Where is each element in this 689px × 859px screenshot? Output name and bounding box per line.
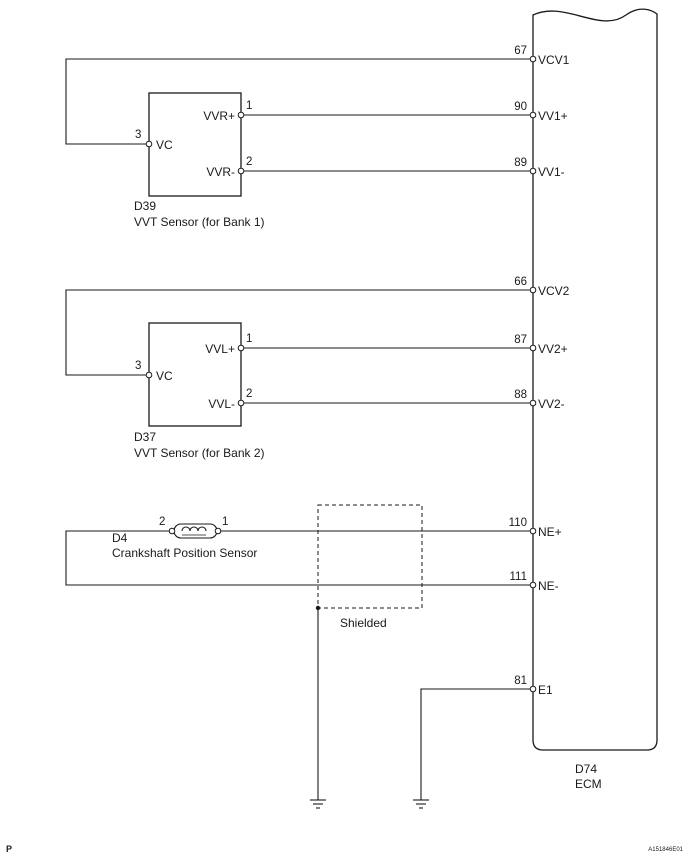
ecm-pin-name: VV1+ bbox=[538, 109, 568, 123]
ecm-pin-number: 67 bbox=[514, 45, 527, 57]
ecm-code: D74 bbox=[575, 762, 597, 776]
wire-vcv1 bbox=[65, 58, 533, 145]
sensor2-pin-name: VC bbox=[156, 369, 173, 383]
sensor1-code: D39 bbox=[134, 199, 156, 213]
ecm-pin-name: VV2+ bbox=[538, 342, 568, 356]
sensor1-pin-number: 1 bbox=[246, 100, 252, 112]
ecm-pin-number: 90 bbox=[514, 101, 527, 113]
sensor2-pin-name: VVL+ bbox=[205, 342, 235, 356]
wire-ne-minus bbox=[65, 530, 533, 586]
ecm-terminals bbox=[529, 55, 537, 693]
sensor1-pin-name: VVR+ bbox=[203, 109, 235, 123]
shield-box bbox=[317, 504, 423, 609]
ecm-pin-name: VCV2 bbox=[538, 284, 570, 298]
ecm-pin-name: VV1- bbox=[538, 165, 565, 179]
sensor2-code: D37 bbox=[134, 430, 156, 444]
sensor2-pin-number: 2 bbox=[246, 388, 252, 400]
ecm-pin-name: VV2- bbox=[538, 397, 565, 411]
sensor1-pin-number: 3 bbox=[135, 129, 141, 141]
ecm-pin-name: VCV1 bbox=[538, 53, 570, 67]
shield-label: Shielded bbox=[340, 616, 387, 630]
ecm-pin-number: 111 bbox=[510, 571, 527, 583]
crank-name: Crankshaft Position Sensor bbox=[112, 546, 257, 560]
sensor1-name: VVT Sensor (for Bank 1) bbox=[134, 215, 265, 229]
sensor1-pin-name: VVR- bbox=[206, 165, 235, 179]
ground-icon bbox=[413, 799, 429, 809]
ecm-box bbox=[532, 8, 658, 751]
crank-code: D4 bbox=[112, 531, 128, 545]
ecm-pin-number: 87 bbox=[514, 334, 527, 346]
ecm-pin-name: NE+ bbox=[538, 525, 562, 539]
ecm-pin-number: 66 bbox=[514, 276, 527, 288]
sensor2-pin-number: 1 bbox=[246, 333, 252, 345]
wire-e1-ground bbox=[420, 688, 533, 800]
wire-vcv2 bbox=[65, 289, 533, 376]
figure-id: A151846E01 bbox=[648, 847, 683, 853]
ecm-pin-number: 81 bbox=[514, 675, 527, 687]
crank-pin-number-left: 2 bbox=[159, 516, 165, 528]
sensor2-pin-name: VVL- bbox=[208, 397, 235, 411]
sensor2-pin-number: 3 bbox=[135, 360, 141, 372]
ecm-name: ECM bbox=[575, 777, 602, 791]
sensor-terminals bbox=[145, 111, 245, 535]
ecm-pin-name: NE- bbox=[538, 579, 559, 593]
ground-icon bbox=[310, 799, 326, 809]
ecm-pin-name: E1 bbox=[538, 683, 553, 697]
ecm-pin-number: 89 bbox=[514, 157, 527, 169]
sensor1-pin-name: VC bbox=[156, 138, 173, 152]
ecm-pin-number: 88 bbox=[514, 389, 527, 401]
sensor1-pin-number: 2 bbox=[246, 156, 252, 168]
ecm-pin-number: 110 bbox=[509, 517, 527, 529]
sensor2-name: VVT Sensor (for Bank 2) bbox=[134, 446, 265, 460]
crank-pin-number-right: 1 bbox=[222, 516, 228, 528]
corner-mark: P bbox=[6, 844, 12, 854]
crank-sensor-coil-icon bbox=[173, 523, 218, 539]
